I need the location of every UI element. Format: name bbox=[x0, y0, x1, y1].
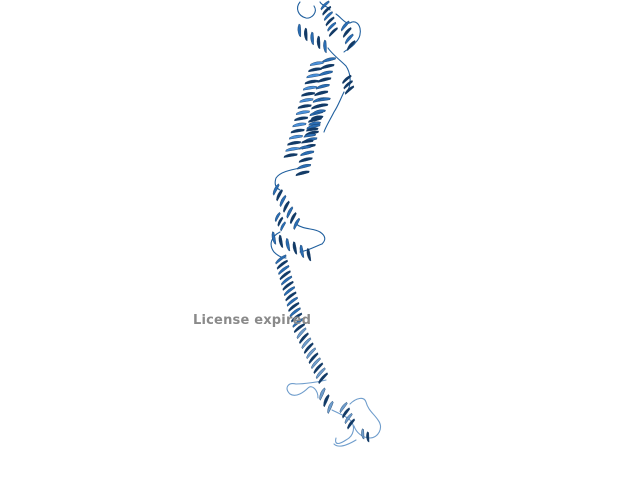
helix-small-right bbox=[342, 74, 355, 95]
coil-loop bbox=[286, 379, 327, 399]
license-watermark: License expired bbox=[193, 313, 312, 328]
coil-loop bbox=[274, 167, 301, 191]
helix-long-c bbox=[298, 97, 331, 150]
helix-top-left bbox=[297, 23, 327, 54]
coil-loop bbox=[333, 439, 357, 447]
coil-loop bbox=[323, 91, 345, 133]
coil-loop bbox=[331, 409, 355, 445]
helix-stalk-lower bbox=[296, 327, 329, 385]
helix-long-b bbox=[283, 61, 324, 158]
helix-mid-a bbox=[272, 183, 301, 231]
helix-bottom-a bbox=[319, 387, 334, 415]
coil-loop bbox=[297, 1, 316, 19]
coil-loop bbox=[349, 397, 381, 439]
helix-bottom-b bbox=[339, 401, 356, 430]
helix-stalk-upper bbox=[275, 254, 306, 334]
coil-loops bbox=[270, 1, 381, 447]
helix-segments bbox=[271, 0, 370, 443]
coil-loop bbox=[295, 223, 326, 245]
helix-top-right bbox=[320, 0, 338, 38]
helix-bottom-c bbox=[361, 428, 370, 443]
helix-mid-b bbox=[274, 211, 286, 232]
helix-mid-c bbox=[271, 231, 312, 262]
helix-top-side bbox=[340, 20, 356, 52]
